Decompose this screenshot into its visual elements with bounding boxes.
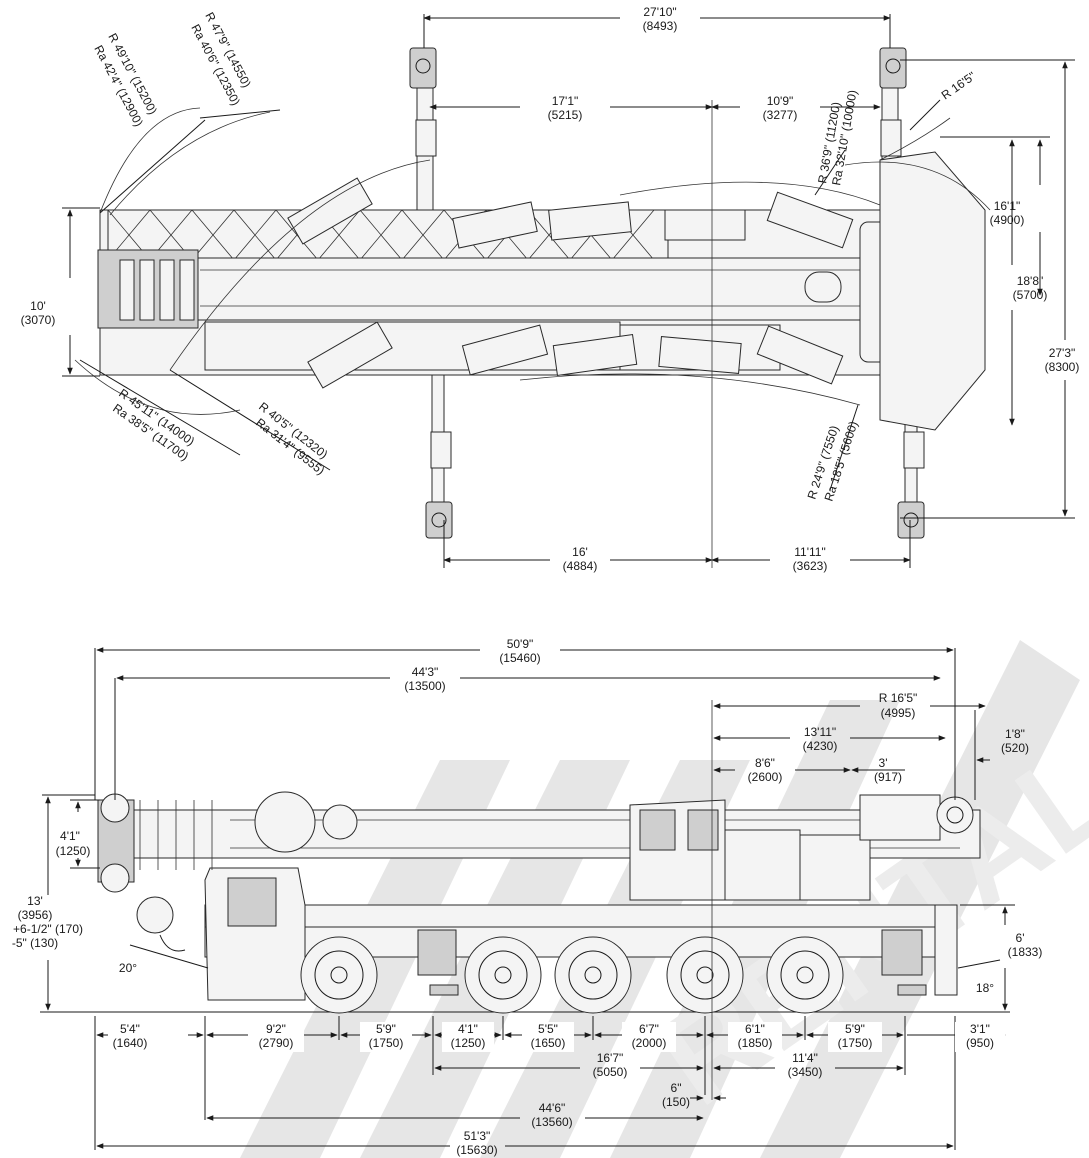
- wheel: [666, 936, 744, 1014]
- top-spread-right-mm: (3623): [793, 559, 828, 573]
- top-spread-left-ft: 16': [572, 545, 588, 559]
- side-height-plus: +6-1/2" (170): [13, 922, 83, 936]
- side-offset-mm: (150): [662, 1095, 690, 1109]
- side-ax5-ft: 6'7": [639, 1022, 659, 1036]
- wheel: [766, 936, 844, 1014]
- hook-block: [136, 896, 174, 934]
- side-cw-ft: 3': [879, 756, 888, 770]
- side-ax5-mm: (2000): [632, 1036, 667, 1050]
- side-rear-end-ft: 3'1": [970, 1022, 990, 1036]
- side-height-mm: (3956): [18, 908, 53, 922]
- wheel: [554, 936, 632, 1014]
- outrigger-pad: [409, 47, 437, 89]
- wheel: [300, 936, 378, 1014]
- side-overall-ft: 50'9": [507, 637, 534, 651]
- side-outr-base-mm: (5050): [593, 1065, 628, 1079]
- side-wheelbase-mm: (13560): [531, 1115, 572, 1129]
- outrigger-box-rear: [881, 929, 923, 976]
- side-ax1-mm: (2790): [259, 1036, 294, 1050]
- top-spread-left-mm: (4884): [563, 559, 598, 573]
- top-outr-mid-mm: (5700): [1013, 288, 1048, 302]
- wheel-rotation-blocks: [287, 177, 854, 389]
- top-body-ft: 10': [30, 299, 46, 313]
- carrier-frame: [204, 904, 936, 928]
- side-height-ft: 13': [27, 894, 43, 908]
- outrigger-box-front: [417, 929, 457, 976]
- outrigger-pad: [897, 501, 925, 539]
- outrigger-pad: [879, 47, 907, 89]
- side-rear-h-ft: 6': [1016, 931, 1025, 945]
- top-outr-full-mm: (8300): [1045, 360, 1080, 374]
- side-approach-angle: 20°: [119, 961, 137, 975]
- top-r-tail: R 16'5": [939, 69, 979, 103]
- top-spread-right-ft: 11'11": [794, 545, 825, 559]
- side-ax2-mm: (1750): [369, 1036, 404, 1050]
- side-ax2-ft: 5'9": [376, 1022, 396, 1036]
- counterweight-side: [799, 834, 871, 901]
- side-ax7-mm: (1750): [838, 1036, 873, 1050]
- side-front-ovh-ft: 5'4": [120, 1022, 140, 1036]
- side-head-ft: 4'1": [60, 829, 80, 843]
- side-ax7-ft: 5'9": [845, 1022, 865, 1036]
- side-ax1-ft: 9'2": [266, 1022, 286, 1036]
- side-head-mm: (1250): [56, 844, 91, 858]
- top-outr-half-mm: (4900): [990, 213, 1025, 227]
- side-tail-r-mm: (4995): [881, 706, 916, 720]
- side-outr-rear-ft: 11'4": [792, 1051, 818, 1065]
- side-ax6-mm: (1850): [738, 1036, 773, 1050]
- side-rear-h-mm: (1833): [1008, 945, 1043, 959]
- side-height-minus: -5" (130): [12, 936, 58, 950]
- side-cab-mm: (2600): [748, 770, 783, 784]
- side-ax4-mm: (1650): [531, 1036, 566, 1050]
- side-rear-ovh-ft: 1'8": [1005, 727, 1025, 741]
- side-front-ovh-mm: (1640): [113, 1036, 148, 1050]
- outrigger-pad: [425, 501, 453, 539]
- top-width-ft: 27'10": [643, 5, 676, 19]
- side-view: 50'9" (15460) 44'3" (13500) R 16'5" (499…: [12, 637, 1042, 1157]
- side-boom-ft: 44'3": [412, 665, 439, 679]
- side-ax3-ft: 4'1": [458, 1022, 478, 1036]
- side-rear-ovh-mm: (520): [1001, 741, 1029, 755]
- top-body-mm: (3070): [21, 313, 56, 327]
- top-fwd-ft: 17'1": [552, 94, 579, 108]
- side-length-mm: (15630): [456, 1143, 497, 1157]
- side-cw-mm: (917): [874, 770, 902, 784]
- side-tail-r-ft: R 16'5": [879, 691, 918, 705]
- top-fwd-mm: (5215): [548, 108, 583, 122]
- counterweight-radius: [879, 151, 986, 431]
- top-outr-half-ft: 16'1": [994, 199, 1021, 213]
- top-rear-ft: 10'9": [767, 94, 794, 108]
- side-overall-mm: (15460): [499, 651, 540, 665]
- main-boom: [119, 257, 891, 321]
- side-outr-base-ft: 16'7": [597, 1051, 624, 1065]
- side-offset-ft: 6": [671, 1081, 682, 1095]
- wheel: [464, 936, 542, 1014]
- side-slew-ft: 13'11": [804, 725, 836, 739]
- side-ax3-mm: (1250): [451, 1036, 486, 1050]
- side-boom-mm: (13500): [404, 679, 445, 693]
- side-ax6-ft: 6'1": [745, 1022, 765, 1036]
- top-outr-mid-ft: 18'8": [1017, 274, 1044, 288]
- boom-head: [97, 249, 199, 329]
- top-width-mm: (8493): [643, 19, 678, 33]
- side-wheelbase-ft: 44'6": [539, 1101, 566, 1115]
- side-length-ft: 51'3": [464, 1129, 491, 1143]
- side-slew-mm: (4230): [803, 739, 838, 753]
- side-rear-end-mm: (950): [966, 1036, 994, 1050]
- top-rear-mm: (3277): [763, 108, 798, 122]
- side-depart-angle: 18°: [976, 981, 994, 995]
- side-cab-ft: 8'6": [755, 756, 775, 770]
- top-outr-full-ft: 27'3": [1049, 346, 1076, 360]
- side-outr-rear-mm: (3450): [788, 1065, 823, 1079]
- wheels: [300, 936, 844, 1014]
- top-view: 27'10" (8493) 17'1" (5215) 10'9" (3277) …: [21, 5, 1080, 573]
- side-ax4-ft: 5'5": [538, 1022, 558, 1036]
